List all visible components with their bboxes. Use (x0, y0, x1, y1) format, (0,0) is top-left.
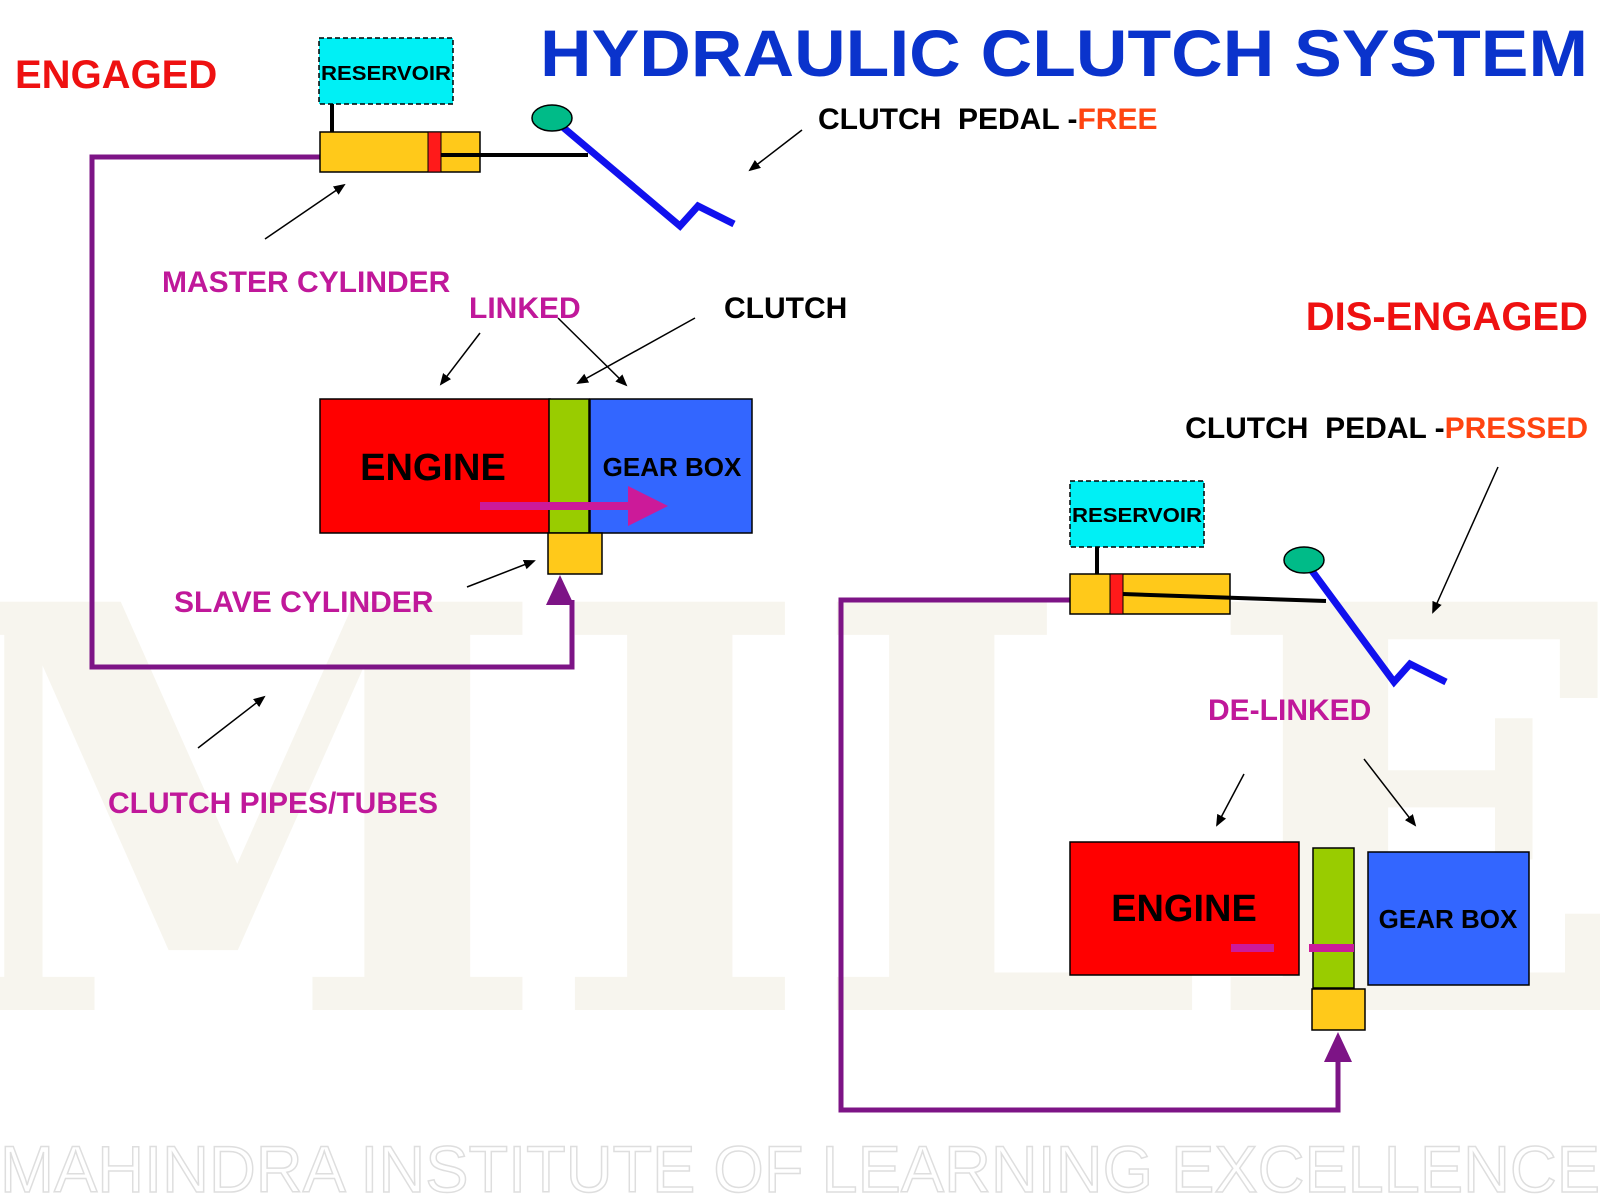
disengaged-diagram: DIS-ENGAGED CLUTCH PEDAL -PRESSED RESERV… (838, 295, 1588, 1113)
engaged-slave-cylinder-arrow (466, 559, 536, 588)
engaged-power-flow-arrowhead (628, 486, 668, 526)
engaged-clutch-plate (548, 398, 590, 534)
engaged-pipes-label: CLUTCH PIPES/TUBES (108, 787, 438, 820)
engaged-clutch-pedal (549, 115, 736, 231)
engaged-clutch-pipe (89, 154, 575, 670)
disengaged-pedal-caption: CLUTCH PEDAL -PRESSED (1185, 412, 1588, 445)
engaged-master-cylinder-label: MASTER CYLINDER (162, 266, 451, 299)
engaged-slave-cylinder-label: SLAVE CYLINDER (174, 586, 434, 619)
engaged-master-cylinder-arrow (264, 183, 346, 240)
disengaged-pedal-state: PRESSED (1445, 412, 1588, 445)
disengaged-gearbox-label: GEAR BOX (1379, 904, 1518, 934)
disengaged-master-piston (1109, 573, 1124, 615)
engaged-reservoir-label: RESERVOIR (321, 63, 452, 85)
disengaged-reservoir (1069, 480, 1205, 548)
engaged-pipes-arrow (197, 695, 266, 749)
disengaged-push-rod (1122, 592, 1327, 603)
engaged-gearbox-block (589, 398, 753, 534)
disengaged-slave-cylinder (1311, 988, 1366, 1031)
disengaged-engine-block (1069, 841, 1300, 976)
disengaged-pipe-arrowhead (1324, 1032, 1352, 1062)
disengaged-engine-label: ENGINE (1111, 888, 1257, 930)
disengaged-clutch-pipe (838, 597, 1341, 1113)
engaged-master-cylinder (319, 131, 481, 173)
disengaged-gearbox-block (1367, 851, 1530, 986)
disengaged-pedal-caption-text: CLUTCH PEDAL - (1185, 412, 1444, 445)
engaged-pipe-arrowhead (546, 575, 574, 605)
engaged-master-piston (427, 131, 442, 173)
disengaged-reservoir-label: RESERVOIR (1072, 505, 1203, 527)
watermark-footer: MAHINDRA INSTITUTE OF LEARNING EXCELLENC… (0, 1132, 1600, 1199)
engaged-state-label: ENGAGED (15, 53, 217, 97)
engaged-engine-block (319, 398, 551, 534)
page-title: HYDRAULIC CLUTCH SYSTEM (540, 16, 1588, 90)
engaged-gearbox-label: GEAR BOX (603, 452, 742, 482)
engaged-pedal-caption-text: CLUTCH PEDAL - (818, 103, 1077, 136)
disengaged-delinked-arrow-left (1216, 773, 1245, 827)
disengaged-pedal-knob-icon (1283, 546, 1325, 574)
engaged-clutch-arrow (576, 317, 696, 384)
engaged-linked-arrow-left (439, 332, 481, 386)
disengaged-state-label: DIS-ENGAGED (1306, 295, 1588, 339)
engaged-reservoir (318, 37, 454, 105)
engaged-clutch-label: CLUTCH (724, 292, 847, 325)
engaged-linked-arrow-right (557, 317, 628, 387)
engaged-diagram: ENGAGED RESERVOIR CLUTCH PEDAL -FREE MAS… (15, 37, 1157, 820)
engaged-pedal-knob-icon (531, 104, 573, 132)
engaged-pedal-state: FREE (1077, 103, 1157, 136)
engaged-slave-cylinder (547, 532, 603, 575)
engaged-pedal-caption: CLUTCH PEDAL -FREE (818, 103, 1157, 136)
disengaged-clutch-pedal (1301, 557, 1448, 688)
engaged-pedal-pointer-arrow (748, 129, 803, 172)
disengaged-delinked-label: DE-LINKED (1208, 694, 1371, 727)
disengaged-pedal-pointer-arrow (1432, 466, 1499, 614)
disengaged-delinked-arrow-right (1363, 758, 1417, 827)
engaged-engine-label: ENGINE (360, 447, 506, 489)
disengaged-clutch-plate (1312, 847, 1355, 989)
engaged-linked-label: LINKED (469, 292, 581, 325)
